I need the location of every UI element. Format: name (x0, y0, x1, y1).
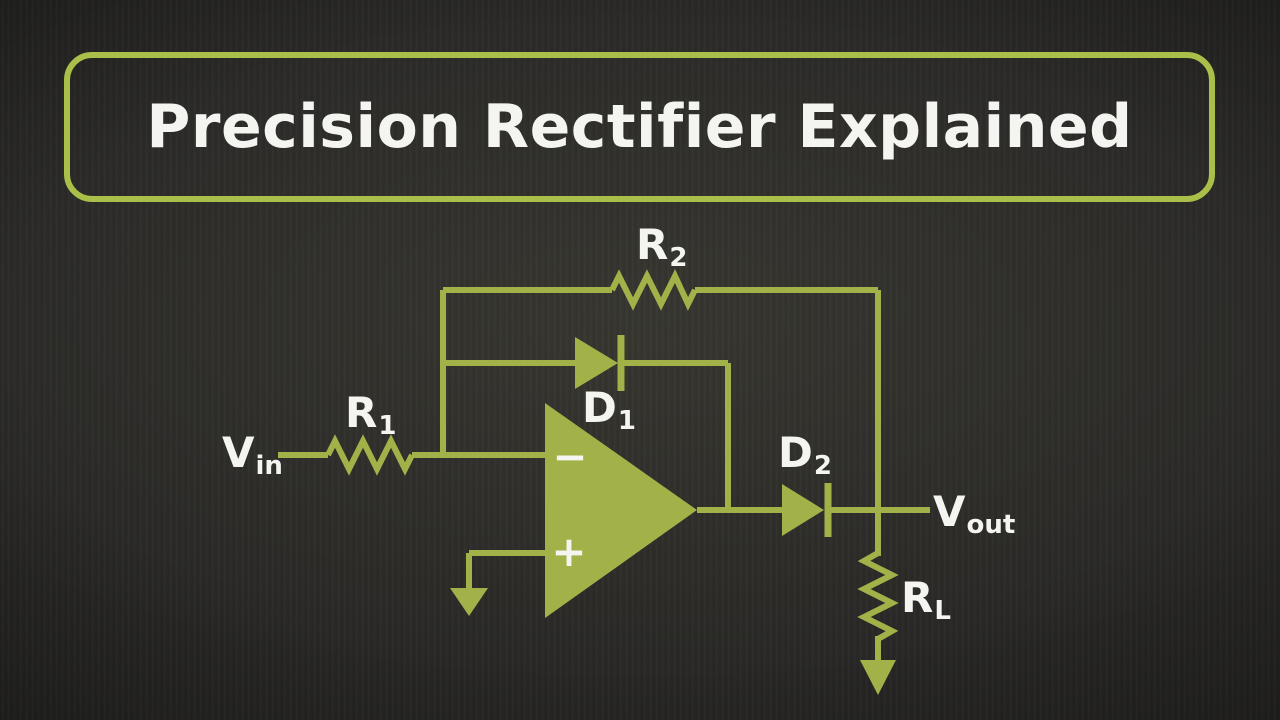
rl-ground-arrow-icon (860, 660, 896, 695)
page-title: Precision Rectifier Explained (146, 92, 1133, 162)
r2-resistor (609, 269, 698, 311)
d1-label-sub: 1 (617, 406, 636, 436)
d1-label: D1 (582, 387, 636, 435)
rl-label-main: R (901, 573, 934, 622)
opamp-inverting-sign: − (552, 432, 587, 481)
vin-label: Vin (222, 432, 283, 480)
d1-branch-wire (443, 360, 731, 513)
rl-label: RL (901, 577, 951, 625)
vin-label-main: V (222, 428, 255, 477)
d1-label-main: D (582, 383, 617, 432)
load-branch (857, 550, 899, 695)
opamp-ground (450, 550, 546, 616)
r2-label: R2 (636, 224, 687, 272)
opamp-noninverting-sign: + (551, 527, 586, 576)
d1-diode (575, 337, 618, 389)
title-box: Precision Rectifier Explained (64, 52, 1215, 202)
input-wire (278, 434, 545, 476)
vout-label: Vout (933, 491, 1015, 539)
d2-label-main: D (778, 428, 813, 477)
output-branch (697, 483, 930, 537)
opamp-ground-wire (466, 550, 546, 590)
vin-label-sub: in (255, 451, 283, 481)
d1-branch (443, 335, 731, 513)
r1-label-sub: 1 (378, 411, 397, 441)
r1-resistor (325, 434, 415, 476)
rl-label-sub: L (934, 596, 951, 626)
opamp: − + (545, 403, 697, 618)
d2-label-sub: 2 (813, 451, 832, 481)
d2-label: D2 (778, 432, 832, 480)
vout-label-sub: out (966, 510, 1016, 540)
opamp-triangle (545, 403, 697, 618)
opamp-ground-arrow-icon (450, 588, 488, 616)
r1-label-main: R (345, 388, 378, 437)
r2-label-sub: 2 (669, 243, 688, 273)
d2-diode (782, 484, 824, 536)
rl-resistor (857, 550, 899, 642)
vout-label-main: V (933, 487, 966, 536)
r2-label-main: R (636, 220, 669, 269)
r1-label: R1 (345, 392, 396, 440)
